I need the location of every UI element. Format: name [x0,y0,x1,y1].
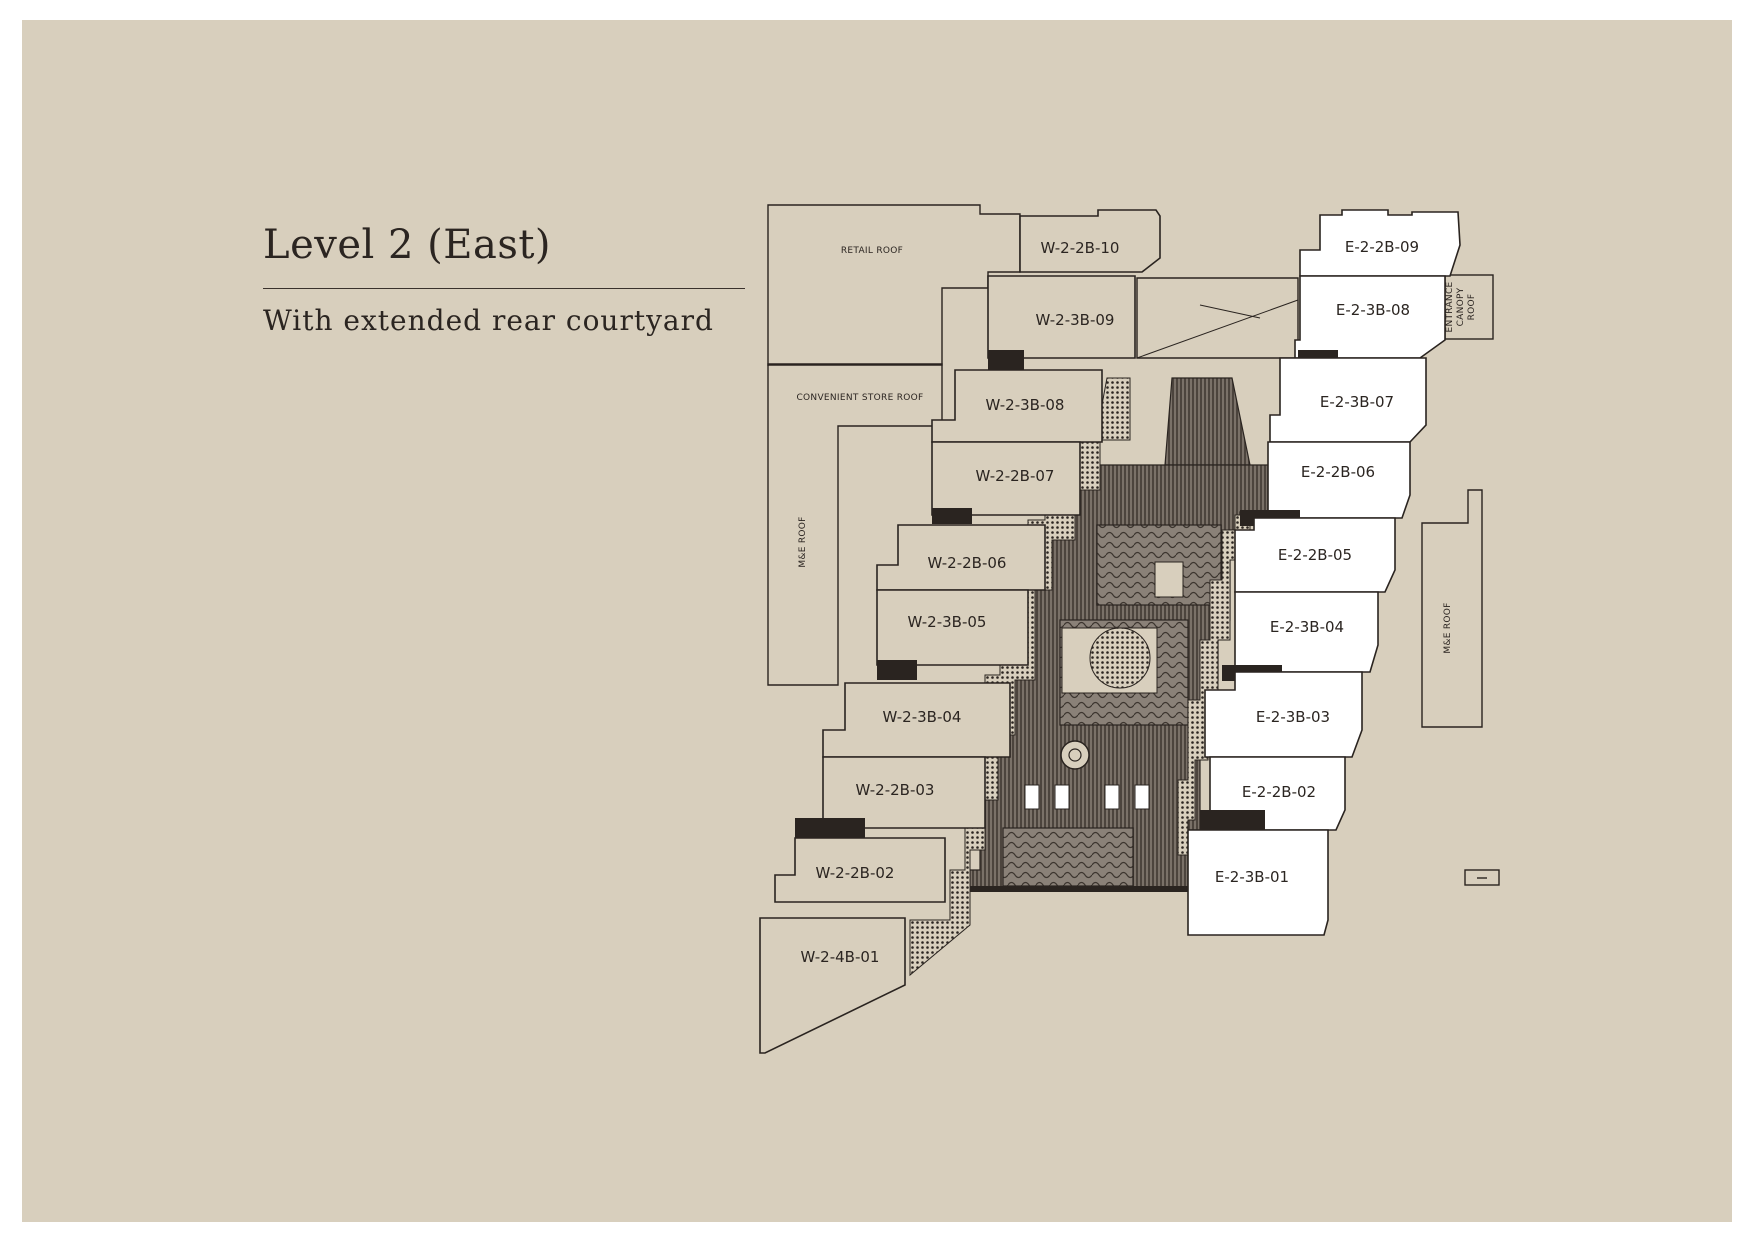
unit-e-2-3b-01[interactable] [1187,829,1329,936]
small-roof-marker [1464,869,1500,886]
unit-label: W-2-3B-08 [986,396,1065,414]
mse-roof-east-label: M&E ROOF [1443,602,1453,653]
unit-w-2-3b-05[interactable] [876,589,1029,666]
convenient-store-roof [767,363,943,686]
balcony [795,818,865,838]
unit-e-2-2b-09[interactable] [1299,209,1461,277]
unit-label: W-2-3B-09 [1036,311,1115,329]
entrance-canopy-roof-label: ENTRANCECANOPYROOF [1445,281,1477,332]
unit-label: E-2-2B-09 [1345,238,1419,256]
courtyard-feature-bottom [1002,827,1134,887]
page-subtitle: With extended rear courtyard [263,304,714,337]
unit-label: W-2-2B-02 [816,864,895,882]
unit-w-2-4b-01[interactable] [759,917,906,1054]
unit-label: E-2-3B-08 [1336,301,1410,319]
balcony [1200,810,1265,830]
page-title: Level 2 (East) [263,222,552,268]
unit-label: W-2-2B-03 [856,781,935,799]
mse-roof-west-label: M&E ROOF [798,516,808,567]
unit-label: W-2-4B-01 [801,948,880,966]
fire-pit-icon [1060,740,1090,770]
unit-label: E-2-2B-05 [1278,546,1352,564]
unit-w-2-2b-03[interactable] [822,756,986,829]
unit-label: E-2-2B-06 [1301,463,1375,481]
unit-w-2-2b-02[interactable] [774,837,946,903]
retail-roof [767,204,1021,366]
courtyard-tree-feature [1089,627,1151,689]
retail-roof-label: RETAIL ROOF [841,246,903,256]
unit-w-2-2b-07[interactable] [931,441,1081,516]
unit-label: W-2-2B-07 [976,467,1055,485]
balcony [877,660,917,680]
balcony [932,508,972,524]
lounger-icon [1054,784,1070,810]
courtyard-edge [970,886,1188,892]
unit-label: E-2-3B-03 [1256,708,1330,726]
unit-w-2-3b-09[interactable] [987,275,1136,359]
unit-label: W-2-3B-05 [908,613,987,631]
unit-label: W-2-2B-06 [928,554,1007,572]
unit-e-2-3b-04[interactable] [1234,591,1379,673]
unit-label: E-2-3B-04 [1270,618,1344,636]
lounger-icon [1024,784,1040,810]
unit-label: E-2-3B-07 [1320,393,1394,411]
convenient-store-roof-label: CONVENIENT STORE ROOF [796,393,923,403]
balcony [988,350,1024,370]
bbq-pavilion-icon [1154,561,1184,598]
unit-w-2-2b-10[interactable] [1019,209,1161,273]
lounger-icon [1134,784,1150,810]
unit-label: E-2-2B-02 [1242,783,1316,801]
lounger-icon [1104,784,1120,810]
unit-label: E-2-3B-01 [1215,868,1289,886]
unit-label: W-2-2B-10 [1041,239,1120,257]
unit-label: W-2-3B-04 [883,708,962,726]
entrance-stairs [1164,377,1251,466]
title-divider [263,288,745,289]
unit-e-2-2b-06[interactable] [1267,441,1411,519]
mse-roof-east [1421,489,1483,728]
entrance-canopy [1136,277,1299,359]
